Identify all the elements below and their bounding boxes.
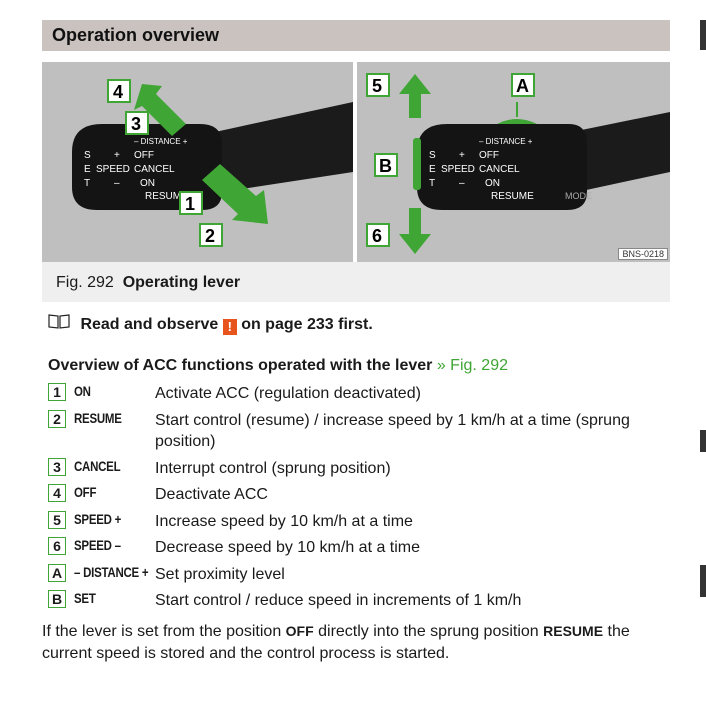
- svg-text:B: B: [379, 156, 392, 176]
- svg-text:SPEED: SPEED: [96, 164, 130, 175]
- arrow-2-icon: [202, 164, 268, 224]
- svg-text:CANCEL: CANCEL: [479, 164, 520, 175]
- list-item: 2 RESUME Start control (resume) / increa…: [48, 408, 648, 456]
- page-edge-fragment: [700, 20, 706, 50]
- svg-text:5: 5: [372, 76, 382, 96]
- function-desc: Set proximity level: [155, 565, 285, 583]
- svg-text:–: –: [459, 178, 465, 189]
- svg-text:CANCEL: CANCEL: [134, 164, 175, 175]
- lever-illustration-left: – DISTANCE + S E T + SPEED – OFF CANCEL …: [72, 79, 353, 247]
- figure-right-panel: – DISTANCE + S E T + SPEED – OFF CANCEL …: [357, 62, 670, 262]
- book-icon: [48, 314, 70, 329]
- footer-paragraph: If the lever is set from the position OF…: [42, 623, 630, 662]
- function-desc: Interrupt control (sprung position): [155, 459, 391, 477]
- function-desc: Activate ACC (regulation deactivated): [155, 385, 421, 402]
- list-item: 5 SPEED + Increase speed by 10 km/h at a…: [48, 509, 648, 536]
- list-item: 6 SPEED – Decrease speed by 10 km/h at a…: [48, 535, 648, 562]
- list-item: 3 CANCEL Interrupt control (sprung posit…: [48, 456, 648, 483]
- svg-text:6: 6: [372, 226, 382, 246]
- svg-text:T: T: [429, 178, 435, 189]
- function-desc: Decrease speed by 10 km/h at a time: [155, 539, 421, 556]
- functions-list: 1 ON Activate ACC (regulation deactivate…: [48, 381, 648, 615]
- key-badge: 4: [48, 484, 66, 502]
- section-header: Operation overview: [42, 20, 670, 51]
- key-badge: B: [48, 590, 66, 608]
- resume-term: RESUME: [543, 623, 604, 639]
- svg-text:1: 1: [185, 194, 195, 214]
- svg-text:2: 2: [205, 226, 215, 246]
- svg-text:A: A: [516, 76, 529, 96]
- key-badge: 6: [48, 537, 66, 555]
- distance-label: – DISTANCE +: [134, 137, 188, 146]
- arrow-4-icon: [134, 84, 186, 136]
- key-badge: 5: [48, 510, 66, 529]
- svg-text:OFF: OFF: [134, 150, 154, 161]
- svg-text:RESUM: RESUM: [145, 191, 181, 202]
- off-term: OFF: [285, 623, 314, 639]
- arrow-5-icon: [399, 74, 431, 118]
- list-item: B SET Start control / reduce speed in in…: [48, 588, 648, 615]
- svg-text:ON: ON: [140, 178, 155, 189]
- function-abbr: SET: [74, 590, 96, 606]
- svg-text:S: S: [429, 150, 436, 161]
- svg-text:ON: ON: [485, 178, 500, 189]
- key-badge: 1: [48, 383, 66, 401]
- function-desc: Start control (resume) / increase speed …: [155, 411, 630, 450]
- function-desc: Start control / reduce speed in incremen…: [155, 592, 522, 609]
- figure-code: BNS-0218: [618, 248, 668, 260]
- arrow-6-icon: [399, 208, 431, 254]
- key-badge: A: [48, 563, 66, 582]
- svg-text:E: E: [84, 164, 91, 175]
- function-abbr: CANCEL: [74, 457, 121, 474]
- svg-text:OFF: OFF: [479, 150, 499, 161]
- lever-illustration-right: – DISTANCE + S E T + SPEED – OFF CANCEL …: [366, 73, 670, 254]
- svg-text:MODE: MODE: [565, 191, 592, 201]
- svg-text:+: +: [459, 150, 465, 161]
- figure-caption: Fig. 292 Operating lever: [42, 262, 670, 302]
- notice: Read and observe ! on page 233 first.: [48, 313, 373, 335]
- function-abbr: OFF: [74, 484, 97, 500]
- page-edge-fragment: [700, 430, 706, 452]
- svg-text:– DISTANCE +: – DISTANCE +: [479, 137, 533, 146]
- svg-text:RESUME: RESUME: [491, 191, 534, 202]
- list-item: 4 OFF Deactivate ACC: [48, 482, 648, 509]
- figure-left-panel: – DISTANCE + S E T + SPEED – OFF CANCEL …: [42, 62, 353, 262]
- function-abbr: ON: [74, 383, 91, 399]
- figure-reference-link[interactable]: » Fig. 292: [436, 357, 508, 374]
- overview-title: Overview of ACC functions operated with …: [48, 357, 508, 374]
- svg-text:S: S: [84, 150, 91, 161]
- list-item: A – DISTANCE + Set proximity level: [48, 562, 648, 589]
- function-abbr: SPEED +: [74, 510, 122, 527]
- svg-text:E: E: [429, 164, 436, 175]
- key-badge: 3: [48, 457, 66, 476]
- notice-text: Read and observe: [80, 316, 219, 333]
- function-abbr: RESUME: [74, 409, 122, 426]
- svg-text:3: 3: [131, 114, 141, 134]
- function-desc: Increase speed by 10 km/h at a time: [155, 512, 413, 530]
- svg-text:T: T: [84, 178, 90, 189]
- list-item: 1 ON Activate ACC (regulation deactivate…: [48, 381, 648, 408]
- caption-title: Operating lever: [122, 274, 241, 291]
- function-desc: Deactivate ACC: [155, 486, 268, 503]
- warning-icon: !: [222, 319, 237, 335]
- svg-text:4: 4: [113, 82, 123, 102]
- function-abbr: – DISTANCE +: [74, 563, 149, 580]
- svg-text:+: +: [114, 150, 120, 161]
- page-edge-fragment: [700, 565, 706, 597]
- notice-link[interactable]: on page 233 first.: [241, 316, 373, 333]
- function-abbr: SPEED –: [74, 537, 121, 553]
- section-title: Operation overview: [52, 25, 220, 45]
- key-badge: 2: [48, 409, 66, 428]
- svg-text:SPEED: SPEED: [441, 164, 475, 175]
- caption-number: Fig. 292: [56, 274, 114, 291]
- svg-text:–: –: [114, 178, 120, 189]
- figure-292: – DISTANCE + S E T + SPEED – OFF CANCEL …: [42, 62, 670, 262]
